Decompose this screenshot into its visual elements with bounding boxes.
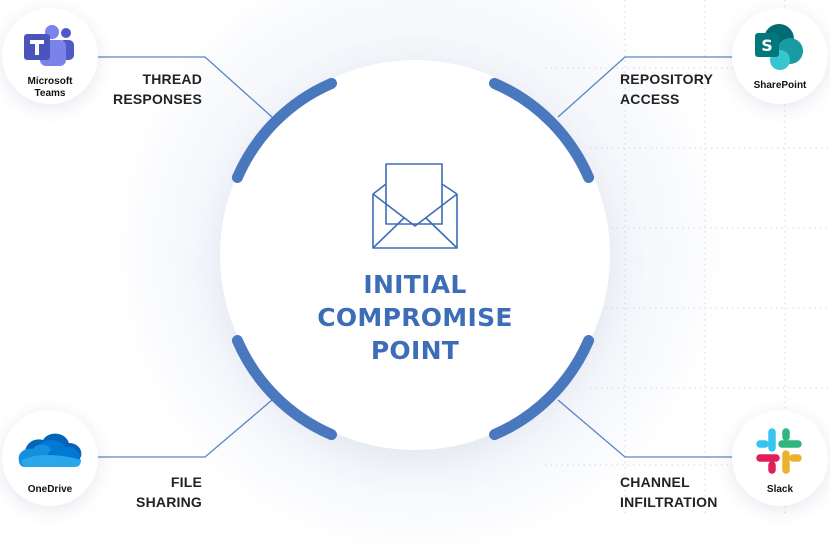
label-file-sharing-line-1: FILE bbox=[170, 474, 202, 490]
teams-label: Microsoft Teams bbox=[2, 76, 98, 100]
label-repository-access: REPOSITORY ACCESS bbox=[620, 69, 713, 109]
slack-label: Slack bbox=[766, 484, 794, 495]
label-channel-infiltration: CHANNEL INFILTRATION bbox=[620, 472, 718, 512]
envelope-icon bbox=[372, 163, 458, 249]
arc-top-right bbox=[489, 77, 595, 183]
label-channel-infiltration-line-2: INFILTRATION bbox=[620, 494, 718, 510]
arc-bottom-left bbox=[231, 335, 337, 441]
center-title-line-1: INITIAL bbox=[363, 270, 467, 299]
slack-icon bbox=[756, 428, 802, 474]
label-file-sharing: FILE SHARING bbox=[100, 472, 202, 512]
label-channel-infiltration-line-1: CHANNEL bbox=[620, 474, 690, 490]
arc-bottom-right bbox=[489, 335, 595, 441]
arc-top-left bbox=[231, 77, 337, 183]
teams-label-line-1: Microsoft bbox=[27, 76, 73, 87]
sharepoint-icon: S bbox=[755, 24, 803, 70]
svg-text:S: S bbox=[761, 36, 773, 55]
center-title-line-3: POINT bbox=[370, 336, 460, 365]
connector-lines bbox=[96, 56, 734, 458]
center-title-line-2: COMPROMISE bbox=[317, 303, 513, 332]
label-thread-responses: THREAD RESPONSES bbox=[100, 69, 202, 109]
connector-slack bbox=[557, 399, 734, 458]
sharepoint-label: SharePoint bbox=[753, 80, 807, 91]
label-thread-responses-line-1: THREAD bbox=[142, 71, 202, 87]
arc-layer bbox=[231, 77, 595, 441]
connector-teams bbox=[96, 56, 273, 118]
label-thread-responses-line-2: RESPONSES bbox=[113, 91, 202, 107]
connector-onedrive bbox=[96, 399, 273, 458]
slack-badge[interactable] bbox=[732, 410, 828, 506]
center-title: INITIAL COMPROMISE POINT bbox=[300, 268, 530, 367]
onedrive-label: OneDrive bbox=[27, 484, 73, 495]
label-repository-access-line-2: ACCESS bbox=[620, 91, 680, 107]
teams-label-line-2: Teams bbox=[34, 88, 66, 99]
label-repository-access-line-1: REPOSITORY bbox=[620, 71, 714, 87]
center-circle bbox=[220, 60, 610, 450]
label-file-sharing-line-2: SHARING bbox=[136, 494, 202, 510]
microsoft-teams-icon bbox=[24, 25, 74, 66]
connector-sharepoint bbox=[557, 56, 734, 118]
onedrive-icon bbox=[18, 433, 82, 467]
